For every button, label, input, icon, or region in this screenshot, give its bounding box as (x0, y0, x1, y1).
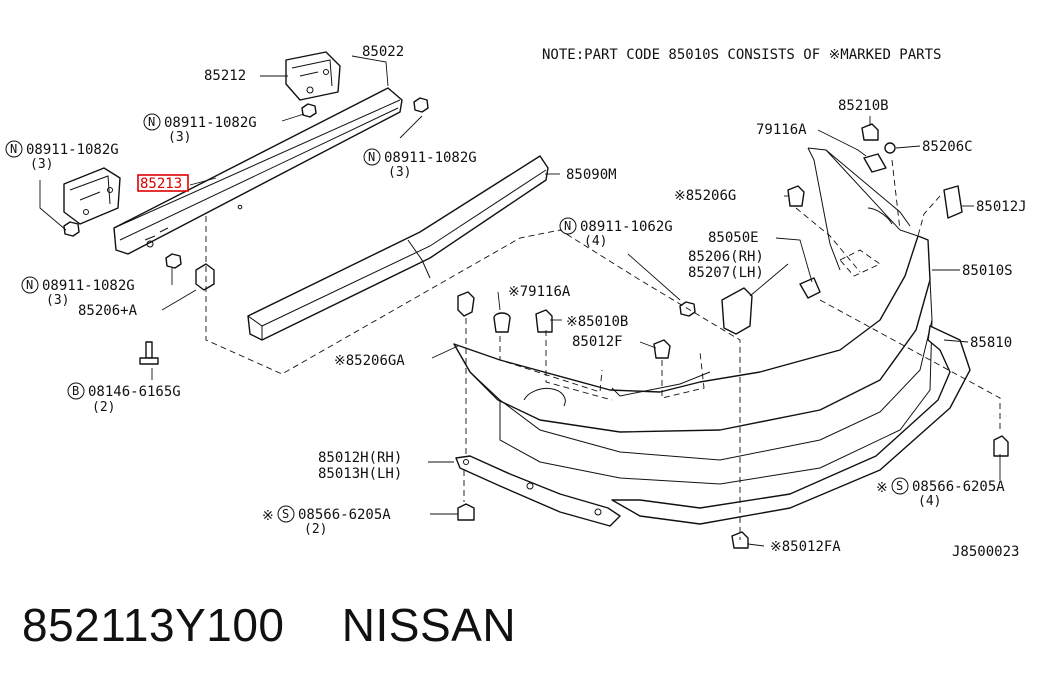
assembly-lines (205, 159, 1001, 540)
label-85210b: 85210B (838, 98, 889, 114)
bracket-85212 (285, 51, 341, 101)
label-79116a-b: 79116A (756, 122, 807, 138)
label-08911-1082g-a: 08911-1082G (164, 115, 257, 131)
qty-3c: (3) (388, 165, 411, 180)
label-08566-6205a-a: 08566-6205A (298, 507, 391, 523)
circle-s-mark (891, 477, 909, 495)
bracket-85213 (63, 167, 121, 225)
label-85050e: 85050E (708, 230, 759, 246)
label-85013h: 85013H(LH) (318, 466, 402, 482)
qty-3a: (3) (168, 130, 191, 145)
circle-n-mark (559, 217, 577, 235)
note-text: NOTE:PART CODE 85010S CONSISTS OF ※MARKE… (542, 47, 941, 63)
qty-3b: (3) (30, 157, 53, 172)
label-08911-1082g-c: 08911-1082G (384, 150, 477, 166)
lower-panel-85810 (611, 325, 971, 525)
side-bracket-85206 (721, 287, 753, 335)
label-85010s: 85010S (962, 263, 1013, 279)
label-85206c: 85206C (922, 139, 973, 155)
label-85206rh: 85206(RH) (688, 249, 764, 265)
label-85090m: 85090M (566, 167, 617, 183)
label-85206a: 85206+A (78, 303, 138, 319)
circle-n-letter: N (10, 142, 17, 156)
highlighted-part-label[interactable]: 85213 (140, 176, 182, 192)
circle-n-mark (363, 148, 381, 166)
label-85012h: 85012H(RH) (318, 450, 402, 466)
label-08911-1062g: 08911-1062G (580, 219, 673, 235)
side-bracket-85050e (799, 277, 821, 299)
bolt-08146 (139, 341, 159, 365)
circle-s-mark (277, 505, 295, 523)
qty-4b: (4) (918, 494, 941, 509)
reinforcement-beam (113, 87, 403, 255)
qty-2b: (2) (304, 522, 327, 537)
circle-s-letter: S (282, 507, 289, 521)
label-85206g: ※85206G (674, 188, 736, 204)
highlight-box (137, 174, 189, 192)
part-number: 852113Y100 (22, 599, 285, 651)
fasteners (457, 123, 1009, 549)
part-caption: 852113Y100 NISSAN (22, 598, 516, 652)
label-85010b: ※85010B (566, 314, 628, 330)
label-85810: 85810 (970, 335, 1012, 351)
circle-b-letter: B (72, 384, 79, 398)
label-79116a-a: ※79116A (508, 284, 571, 300)
circle-n-letter: N (26, 278, 33, 292)
clip-79116a (863, 153, 887, 173)
clip-85206a (195, 263, 215, 291)
label-85012j: 85012J (976, 199, 1027, 215)
circle-n-letter: N (564, 219, 571, 233)
brand-name: NISSAN (341, 599, 517, 651)
label-85022: 85022 (362, 44, 404, 60)
bracket-85012j (943, 185, 963, 219)
circle-s-letter: S (896, 479, 903, 493)
asterisk-mark: ※ (262, 508, 274, 524)
label-85207lh: 85207(LH) (688, 265, 764, 281)
leader-lines (39, 55, 1001, 547)
label-08566-6205a-b: 08566-6205A (912, 479, 1005, 495)
circle-b-mark (67, 382, 85, 400)
label-85212: 85212 (204, 68, 246, 84)
qty-3d: (3) (46, 293, 69, 308)
asterisk-mark: ※ (876, 480, 888, 496)
circle-n-mark (21, 276, 39, 294)
diagram-code: J8500023 (952, 544, 1019, 560)
label-08911-1082g-d: 08911-1082G (42, 278, 135, 294)
label-85012f: 85012F (572, 334, 623, 350)
label-85012fa: ※85012FA (770, 539, 841, 555)
label-08911-1082g-b: 08911-1082G (26, 142, 119, 158)
lower-bracket-85012h (455, 455, 621, 527)
circle-n-mark (143, 113, 161, 131)
circle-n-letter: N (368, 150, 375, 164)
circle-n-letter: N (148, 115, 155, 129)
qty-4a: (4) (584, 234, 607, 249)
label-08146-6165g: 08146-6165G (88, 384, 181, 400)
qty-2a: (2) (92, 400, 115, 415)
circle-n-mark (5, 140, 23, 158)
label-85206ga: ※85206GA (334, 353, 405, 369)
energy-absorber (247, 155, 549, 341)
